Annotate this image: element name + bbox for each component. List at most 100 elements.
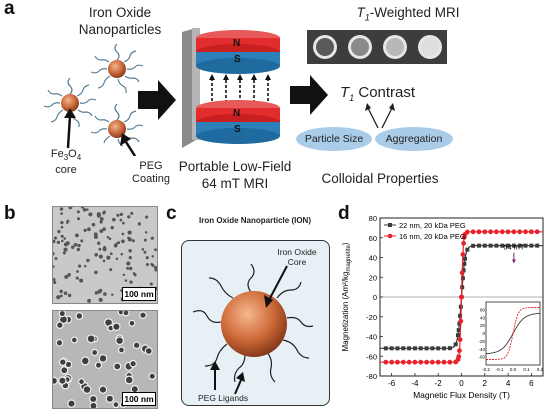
series-1-point xyxy=(401,346,406,351)
tem-particle xyxy=(103,292,107,296)
series-1-point xyxy=(395,346,400,351)
tem-particle xyxy=(53,236,58,240)
tem-particle xyxy=(149,373,155,379)
core-label: Fe3O4 core xyxy=(46,148,86,177)
core-formula: Fe3O4 xyxy=(50,148,82,163)
series-2-point xyxy=(429,359,435,365)
panel-b-letter: b xyxy=(4,203,16,224)
tem-particle xyxy=(99,355,107,362)
ion-diagram-title: Iron Oxide Nanoparticle (ION) xyxy=(198,216,311,225)
series-2-point xyxy=(412,359,418,365)
tem-particle xyxy=(116,337,123,344)
tem-particle xyxy=(119,212,124,217)
tem-particle xyxy=(59,294,63,298)
inset-x-tick-label: -0.1 xyxy=(496,367,504,372)
colloidal-properties-label: Colloidal Properties xyxy=(321,171,439,186)
tem-particle xyxy=(102,259,106,263)
tem-particle xyxy=(96,212,101,217)
tem-particle xyxy=(88,212,93,217)
series-1-point xyxy=(442,346,447,351)
series-1-point xyxy=(529,243,534,248)
tem-particle xyxy=(99,217,104,221)
tem-particle xyxy=(56,340,63,346)
tem-particle xyxy=(149,282,153,286)
tem-particle xyxy=(59,207,64,211)
tem-particle xyxy=(83,386,91,393)
tem-particle xyxy=(144,231,148,234)
series-1-point xyxy=(456,333,461,338)
tem-particle xyxy=(106,395,113,402)
tem-particle xyxy=(117,241,121,245)
tem-particle xyxy=(116,213,120,217)
tem-particle xyxy=(53,252,55,256)
tem-particle xyxy=(145,262,149,267)
series-1-point xyxy=(482,243,487,248)
tem-particle xyxy=(98,297,103,302)
series-2-point xyxy=(435,359,441,365)
tem-particle xyxy=(87,298,92,303)
scalebar-bottom: 100 nm xyxy=(122,392,156,406)
tem-particle xyxy=(145,215,149,219)
tem-particle xyxy=(70,245,75,249)
series-2-point xyxy=(534,229,540,235)
series-1-point xyxy=(462,261,467,266)
tem-particle xyxy=(82,208,87,212)
tem-particle xyxy=(61,367,68,374)
series-2-point xyxy=(447,359,453,365)
tem-particle xyxy=(137,222,141,226)
mri-image-strip xyxy=(307,30,447,64)
legend-label-1: 22 nm, 20 kDa PEG xyxy=(399,221,466,230)
inset-x-tick-label: 0.0 xyxy=(510,367,517,372)
tem-particle xyxy=(121,239,125,244)
peg-ligands-label: PEG Ligands xyxy=(198,393,249,403)
tem-particle xyxy=(108,237,112,241)
x-tick-label: 2 xyxy=(483,379,488,388)
tem-particle xyxy=(129,321,135,326)
tem-particle xyxy=(126,376,133,384)
tem-particle xyxy=(76,210,80,214)
tem-particle xyxy=(53,265,55,268)
tem-particle xyxy=(113,402,119,407)
tem-particle xyxy=(129,280,133,284)
tem-particle xyxy=(97,241,101,245)
x-tick-label: 6 xyxy=(529,379,534,388)
series-2-point xyxy=(511,229,517,235)
tem-particle xyxy=(65,361,72,368)
tem-particle xyxy=(99,386,107,393)
series-2-point xyxy=(470,229,476,235)
tem-particle xyxy=(109,252,113,256)
series-1-point xyxy=(407,346,412,351)
nanoparticle-2 xyxy=(43,77,97,128)
series-2-point xyxy=(389,359,395,365)
magnet-bottom-north: N xyxy=(233,108,241,119)
tem-particle xyxy=(74,243,78,246)
series-1-point xyxy=(383,346,388,351)
tem-particle xyxy=(99,220,103,224)
y-tick-label: 20 xyxy=(369,273,377,282)
series-1-point xyxy=(453,342,458,347)
t1-weighted-title: T1-Weighted MRI xyxy=(356,5,460,23)
tem-particle xyxy=(94,252,99,257)
series-2-point xyxy=(488,229,494,235)
tem-particle xyxy=(67,293,72,298)
series-1-point xyxy=(471,243,476,248)
mri-label-line1: Portable Low-Field xyxy=(178,159,292,174)
tem-particle xyxy=(61,239,64,243)
tem-particle xyxy=(76,270,79,273)
y-axis-label: Magnetization (Am²/kgmagnetite) xyxy=(341,242,352,351)
y-tick-label: -80 xyxy=(366,372,377,381)
series-2-point xyxy=(517,229,523,235)
inset-series-2 xyxy=(486,307,540,360)
series-2-point xyxy=(459,270,465,276)
tem-particle xyxy=(126,261,131,266)
tem-particle xyxy=(105,319,112,326)
tem-particle xyxy=(128,249,132,253)
tem-particle xyxy=(82,357,89,365)
ion-core-label-line1: Iron Oxide xyxy=(277,247,317,257)
tem-particle xyxy=(113,323,120,330)
tem-particle xyxy=(67,273,71,277)
tem-particle xyxy=(94,270,98,275)
nanoparticle-illustration xyxy=(43,43,144,156)
series-1-point xyxy=(465,247,470,252)
inset-y-tick-label: 40 xyxy=(480,315,486,320)
